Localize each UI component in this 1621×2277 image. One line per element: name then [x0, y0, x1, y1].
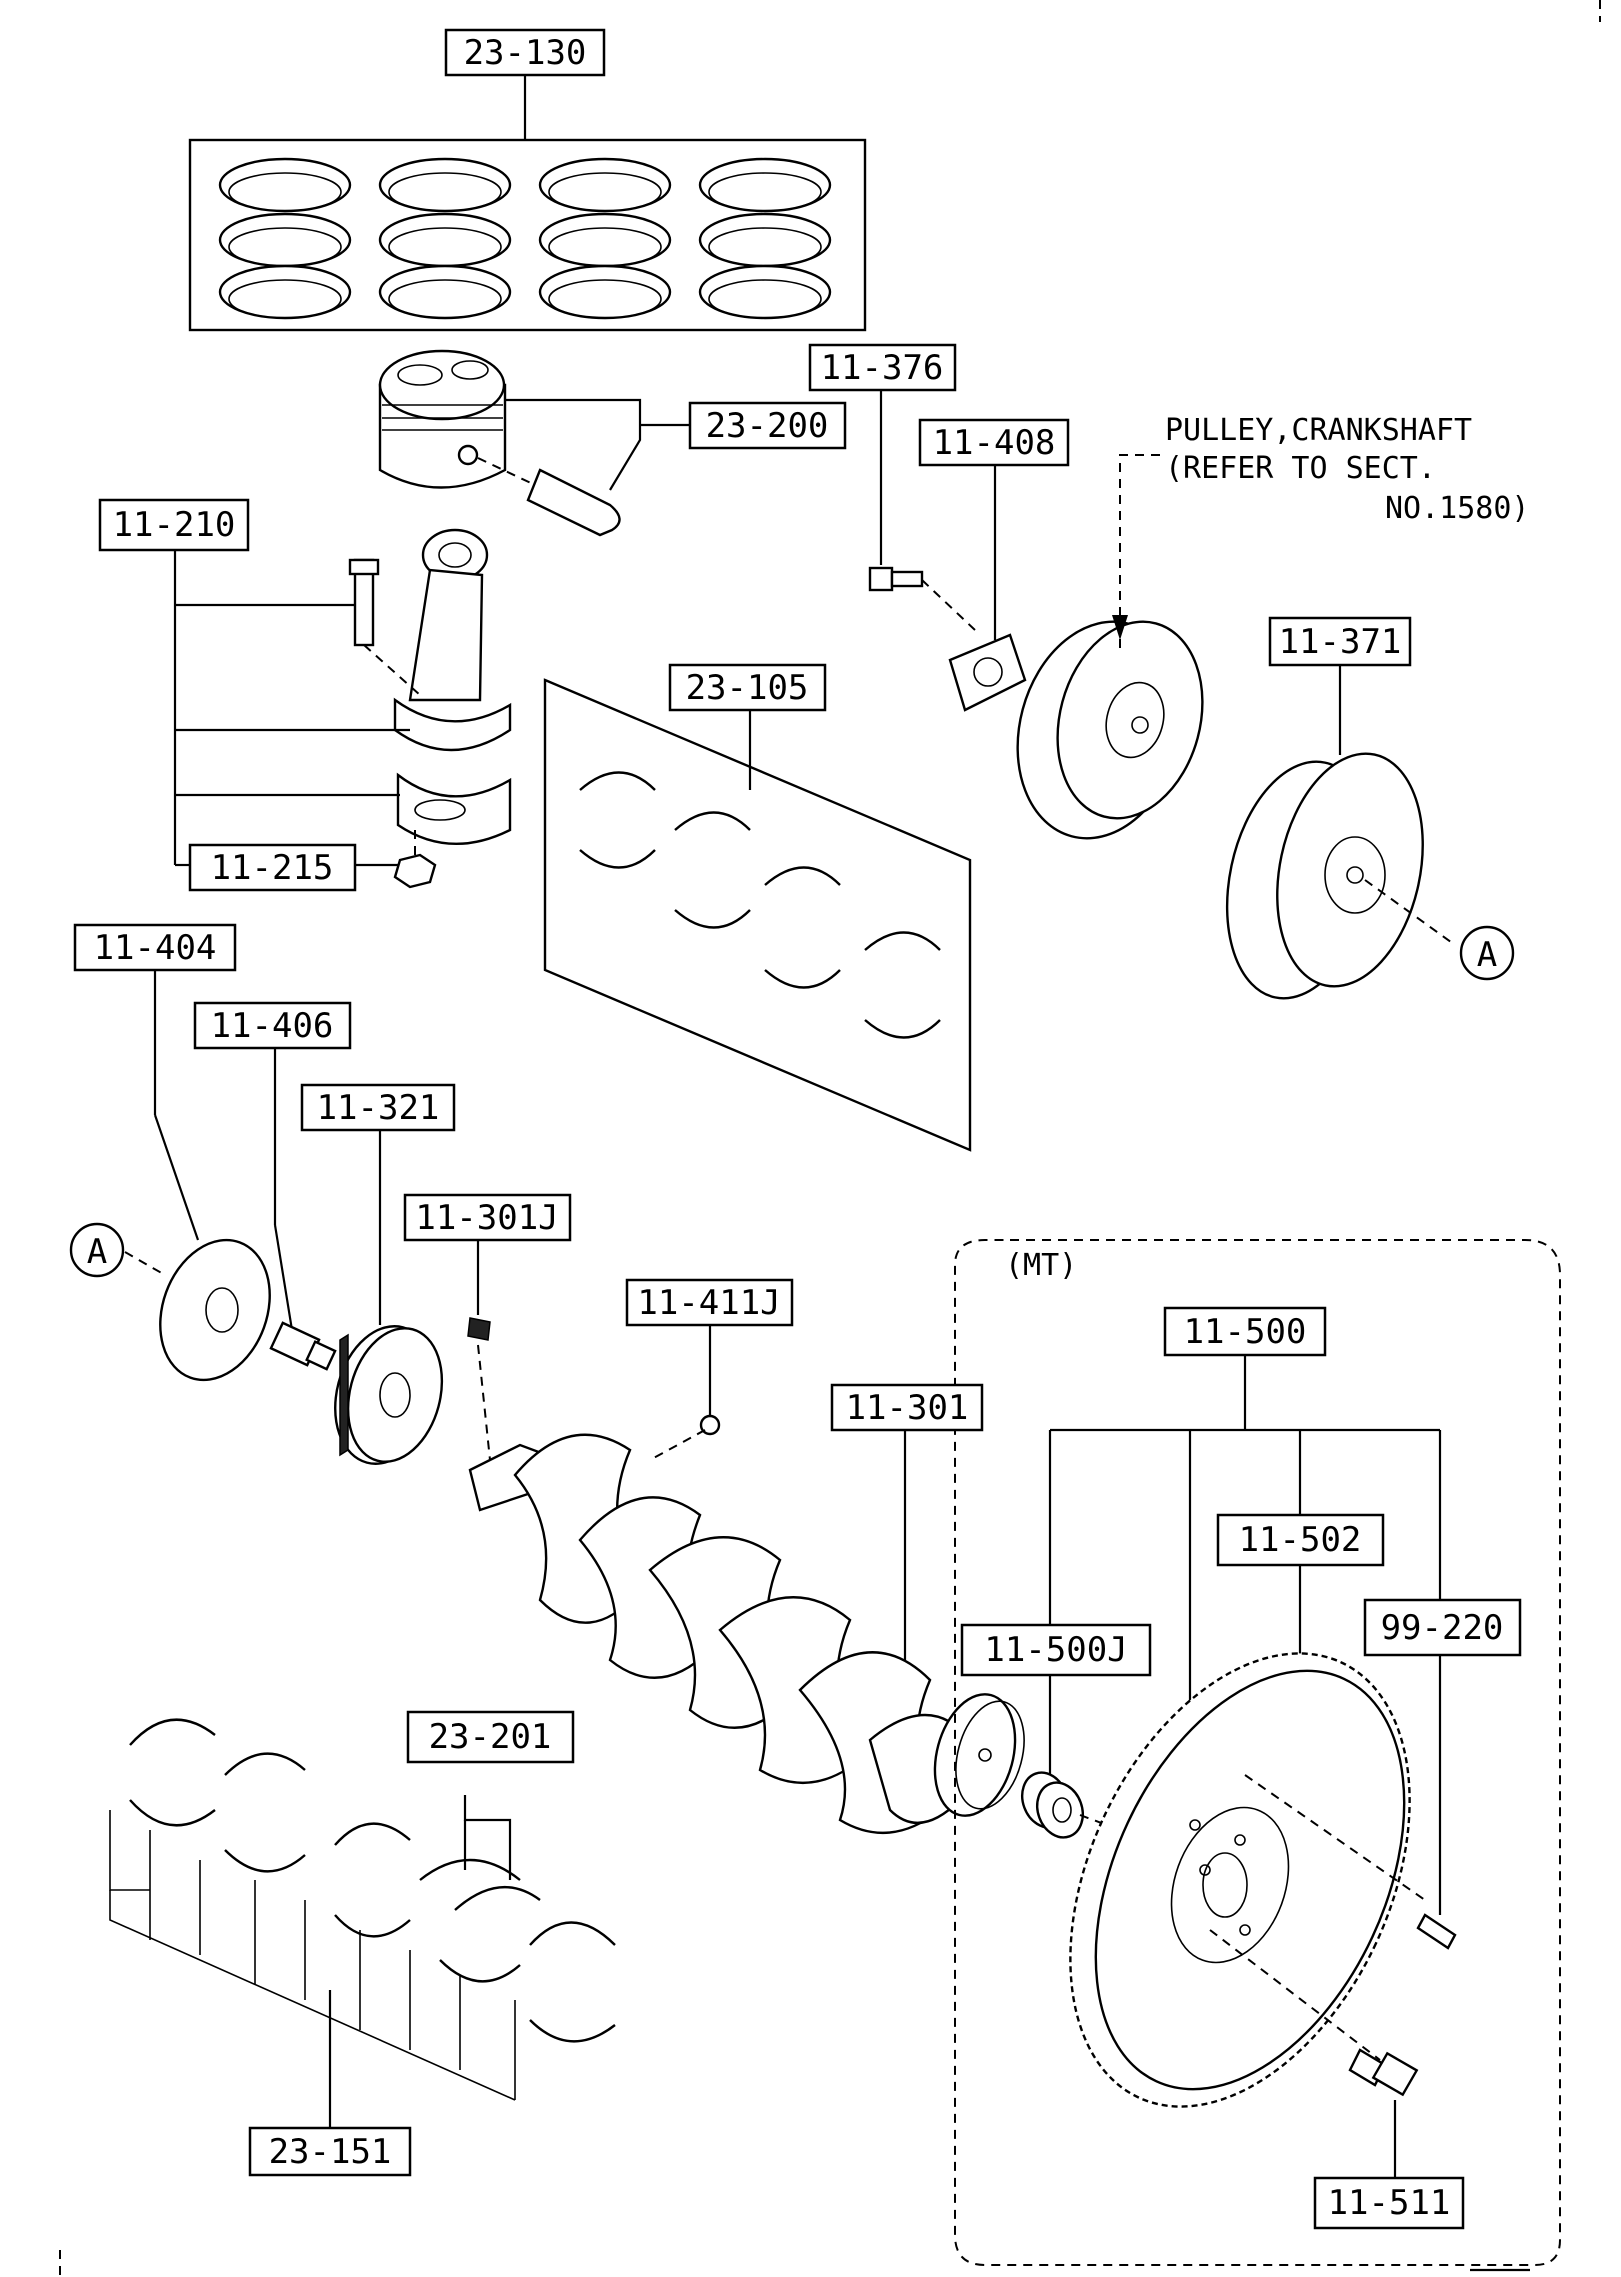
ref-marker-a-right: A	[1459, 925, 1515, 981]
label-11-301[interactable]: 11-301	[830, 1383, 984, 1432]
svg-text:11-500J: 11-500J	[984, 1630, 1127, 1670]
label-99-220[interactable]: 99-220	[1363, 1598, 1522, 1657]
label-11-502[interactable]: 11-502	[1216, 1513, 1385, 1567]
pilot-bearing	[1021, 1771, 1121, 1839]
note-line-1: PULLEY,CRANKSHAFT	[1165, 413, 1472, 448]
svg-text:11-215: 11-215	[211, 848, 334, 888]
note-line-2: (REFER TO SECT.	[1165, 451, 1436, 486]
crankshaft-plate-11-371	[1225, 665, 1456, 1000]
piston-pin	[477, 457, 621, 537]
crankshaft-key	[467, 1240, 491, 1461]
main-bearing-set	[109, 1718, 616, 2101]
svg-text:11-511: 11-511	[1328, 2183, 1451, 2223]
label-11-404[interactable]: 11-404	[73, 923, 237, 972]
crankshaft-sprocket	[334, 1325, 444, 1465]
label-23-200[interactable]: 23-200	[688, 401, 847, 450]
crankshaft-pulley	[1016, 620, 1204, 840]
label-23-201[interactable]: 23-201	[406, 1710, 575, 1764]
ref-marker-a-left: A	[69, 1222, 125, 1278]
label-11-411j[interactable]: 11-411J	[625, 1278, 794, 1327]
crankshaft-plate-11-404	[124, 1238, 271, 1382]
flywheel-bolt	[1348, 2048, 1419, 2178]
svg-text:23-201: 23-201	[429, 1717, 552, 1757]
pilot-plug	[649, 1325, 721, 1461]
label-11-376[interactable]: 11-376	[808, 343, 957, 392]
label-23-130[interactable]: 23-130	[444, 28, 606, 77]
piston-rings-set	[188, 138, 867, 332]
label-23-105[interactable]: 23-105	[668, 663, 827, 712]
flywheel-dowel-pin	[1416, 1913, 1457, 1950]
label-11-406[interactable]: 11-406	[193, 1001, 352, 1050]
svg-text:23-105: 23-105	[686, 668, 809, 708]
pulley-note: PULLEY,CRANKSHAFT (REFER TO SECT. NO.158…	[1165, 413, 1530, 526]
piston	[378, 349, 507, 489]
pulley-bolt	[868, 390, 976, 631]
flywheel	[1069, 1652, 1426, 2108]
svg-text:23-200: 23-200	[706, 406, 829, 446]
label-11-371[interactable]: 11-371	[1268, 616, 1412, 667]
svg-text:11-301J: 11-301J	[415, 1198, 558, 1238]
piston-ring-stack-1	[218, 157, 352, 320]
svg-text:11-301: 11-301	[846, 1388, 969, 1428]
svg-text:11-411J: 11-411J	[637, 1283, 780, 1323]
label-11-408[interactable]: 11-408	[918, 418, 1070, 467]
pulley-gasket	[948, 465, 1027, 712]
svg-text:99-220: 99-220	[1381, 1608, 1504, 1648]
mt-group-label: (MT)	[1005, 1248, 1077, 1283]
label-11-210[interactable]: 11-210	[98, 498, 250, 552]
svg-text:11-376: 11-376	[821, 348, 944, 388]
piston-ring-stack-4	[698, 157, 832, 320]
svg-text:A: A	[1477, 935, 1497, 975]
svg-text:11-371: 11-371	[1279, 622, 1402, 662]
svg-text:11-321: 11-321	[317, 1088, 440, 1128]
crankshaft	[468, 1433, 1025, 1835]
svg-text:A: A	[87, 1232, 107, 1272]
svg-text:11-500: 11-500	[1184, 1312, 1307, 1352]
svg-text:11-406: 11-406	[211, 1006, 334, 1046]
connecting-rod	[393, 528, 512, 752]
piston-ring-stack-2	[378, 157, 512, 320]
rod-bearing-set	[543, 678, 972, 1152]
svg-text:11-502: 11-502	[1239, 1520, 1362, 1560]
svg-text:23-130: 23-130	[464, 33, 587, 73]
label-11-500[interactable]: 11-500	[1163, 1306, 1327, 1357]
svg-text:11-404: 11-404	[94, 928, 217, 968]
connecting-rod-nut	[393, 830, 437, 889]
label-11-301j[interactable]: 11-301J	[403, 1193, 572, 1242]
label-11-511[interactable]: 11-511	[1313, 2176, 1465, 2230]
note-line-3: NO.1580)	[1385, 491, 1530, 526]
svg-text:11-210: 11-210	[113, 505, 236, 545]
piston-ring-stack-3	[538, 157, 672, 320]
label-11-500j[interactable]: 11-500J	[960, 1623, 1152, 1677]
label-11-215[interactable]: 11-215	[188, 843, 357, 892]
mt-group-outline	[954, 1239, 1561, 2266]
label-23-151[interactable]: 23-151	[248, 2126, 412, 2177]
sprocket-bolt	[269, 1321, 337, 1371]
connecting-rod-bolt	[348, 558, 421, 696]
connecting-rod-cap	[396, 772, 512, 845]
svg-text:11-408: 11-408	[933, 423, 1056, 463]
label-11-321[interactable]: 11-321	[300, 1083, 456, 1132]
svg-text:23-151: 23-151	[269, 2132, 392, 2172]
